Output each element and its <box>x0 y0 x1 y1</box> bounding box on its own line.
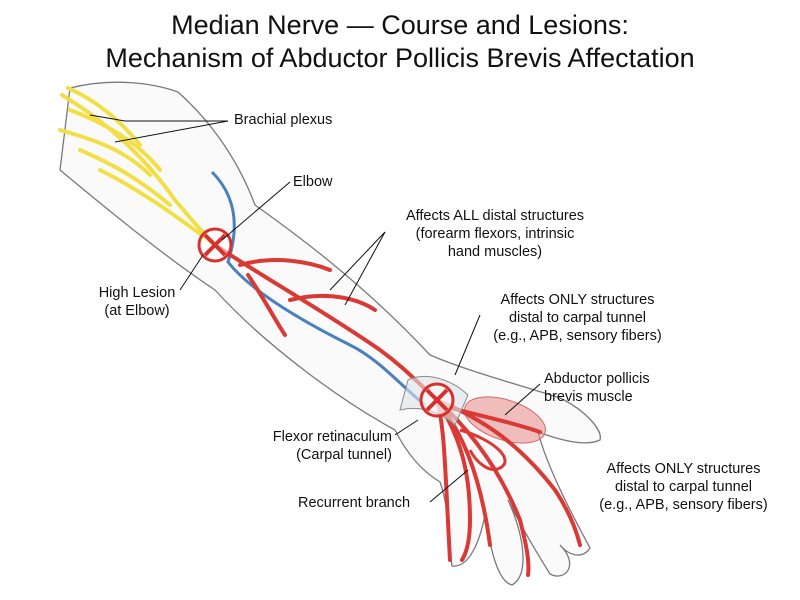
affects-only-upper-line-1: Affects ONLY structures <box>500 292 655 308</box>
label-apb-muscle: Abductor pollicis brevis muscle <box>544 370 650 406</box>
flexor-retinaculum-line-2: (Carpal tunnel) <box>296 447 392 463</box>
vessel <box>210 170 426 407</box>
nerve-unaffected <box>58 86 217 247</box>
leader-lines <box>89 114 541 503</box>
label-affects-only-lower: Affects ONLY structures distal to carpal… <box>576 460 791 514</box>
diagram-title-line-1: Median Nerve — Course and Lesions: <box>171 10 629 40</box>
affects-all-line-3: hand muscles) <box>447 244 543 260</box>
label-brachial-plexus: Brachial plexus <box>234 112 333 128</box>
recurrent-branch-loop <box>459 428 507 471</box>
label-elbow: Elbow <box>293 174 333 190</box>
affects-all-line-1: Affects ALL distal structures <box>405 208 585 224</box>
label-affects-only-upper: Affects ONLY structures distal to carpal… <box>470 291 685 345</box>
affects-only-lower-line-1: Affects ONLY structures <box>606 461 761 477</box>
apb-muscle-line-1: Abductor pollicis <box>544 371 650 387</box>
affects-only-upper-line-2: distal to carpal tunnel <box>508 310 647 326</box>
label-affects-all: Affects ALL distal structures (forearm f… <box>385 207 605 261</box>
apb-muscle-line-2: brevis muscle <box>544 389 633 405</box>
lesion-marker-wrist <box>419 382 455 418</box>
high-lesion-line-1: High Lesion <box>98 285 176 301</box>
affects-only-lower-line-3: (e.g., APB, sensory fibers) <box>599 497 768 513</box>
lesion-marker-elbow <box>197 227 233 263</box>
label-flexor-retinaculum: Flexor retinaculum (Carpal tunnel) <box>240 428 392 464</box>
high-lesion-line-2: (at Elbow) <box>104 303 170 319</box>
affects-only-upper-line-3: (e.g., APB, sensory fibers) <box>493 328 662 344</box>
label-high-lesion: High Lesion (at Elbow) <box>82 284 192 320</box>
diagram-title-line-2: Mechanism of Abductor Pollicis Brevis Af… <box>105 43 695 73</box>
affects-all-line-2: (forearm flexors, intrinsic <box>415 226 575 242</box>
affects-only-lower-line-2: distal to carpal tunnel <box>614 479 753 495</box>
label-recurrent-branch: Recurrent branch <box>298 495 411 511</box>
flexor-retinaculum-line-1: Flexor retinaculum <box>272 429 392 445</box>
